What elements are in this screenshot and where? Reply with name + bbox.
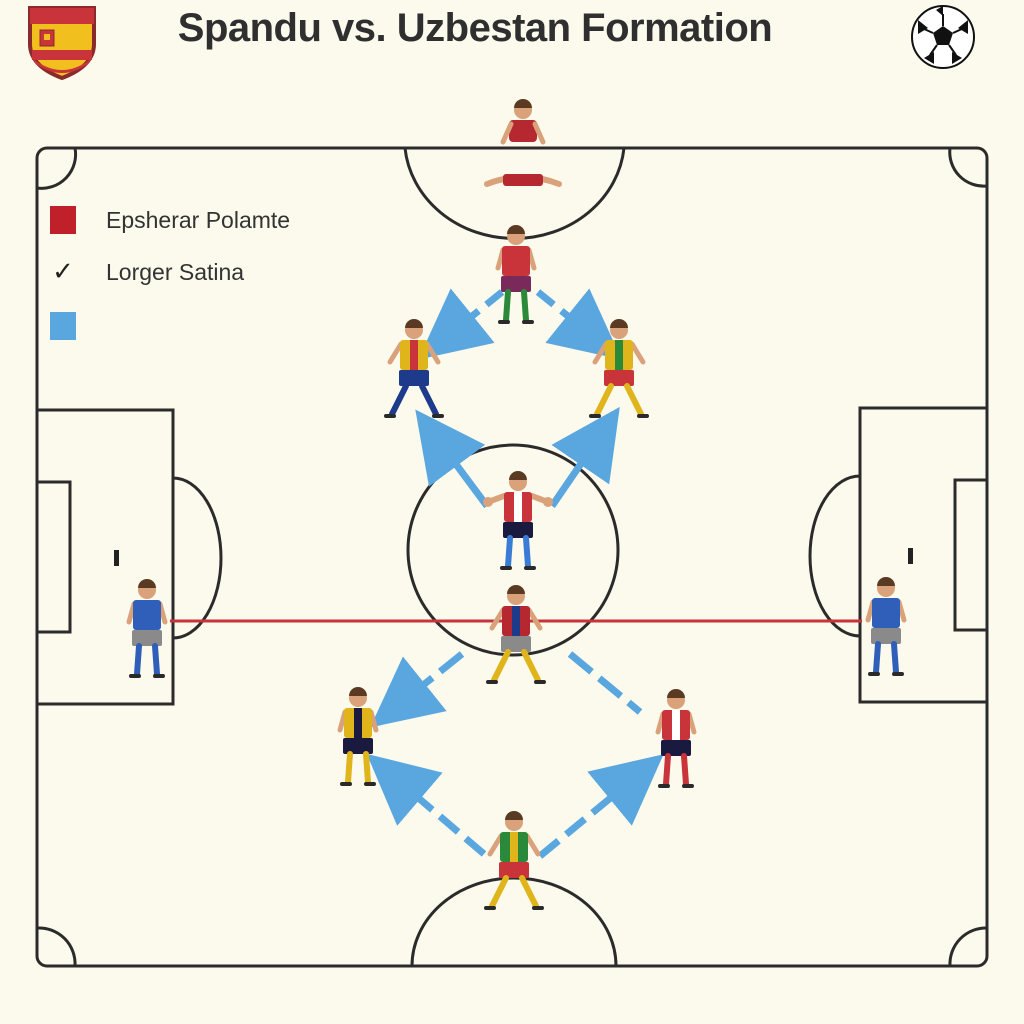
player-lower-left bbox=[337, 687, 379, 786]
player-center bbox=[483, 471, 553, 570]
pass-arrow bbox=[366, 753, 487, 857]
player-upper-left bbox=[384, 319, 444, 418]
player-top-keeper bbox=[484, 99, 562, 187]
bottom-arc bbox=[410, 876, 618, 967]
legend-item-check: ✓ Lorger Satina bbox=[50, 252, 370, 292]
pass-arrow bbox=[567, 651, 643, 715]
pass-arrows bbox=[366, 288, 664, 859]
pass-arrow bbox=[418, 288, 505, 360]
corner-arc-br bbox=[948, 926, 988, 967]
pass-arrow bbox=[415, 409, 490, 509]
top-arc bbox=[403, 147, 626, 240]
player-upper-right bbox=[589, 319, 649, 418]
players-layer bbox=[126, 99, 907, 910]
pass-arrow bbox=[549, 406, 620, 508]
legend-label: Lorger Satina bbox=[106, 258, 245, 285]
left-goal-box bbox=[35, 480, 72, 634]
right-goal-box bbox=[953, 478, 989, 632]
spain-crest-icon bbox=[28, 6, 96, 80]
corner-arc-bl bbox=[36, 926, 77, 967]
left-penalty-box bbox=[35, 408, 175, 706]
pass-arrow bbox=[537, 754, 664, 859]
legend-label: Epsherar Polamte bbox=[106, 206, 291, 233]
pass-arrow bbox=[535, 288, 622, 360]
check-icon: ✓ bbox=[52, 257, 74, 287]
soccer-ball-icon bbox=[911, 5, 975, 69]
red-square-icon bbox=[50, 206, 76, 234]
right-penalty-arc bbox=[808, 474, 861, 638]
player-top-center bbox=[495, 225, 537, 324]
center-circle bbox=[406, 443, 620, 657]
pass-arrow bbox=[370, 651, 465, 728]
corner-arc-tr bbox=[948, 147, 988, 188]
corner-arc-tl bbox=[36, 147, 78, 190]
left-penalty-arc bbox=[172, 476, 223, 640]
right-penalty-spot bbox=[908, 548, 913, 564]
legend-item-blue bbox=[50, 306, 370, 346]
player-right-keeper bbox=[865, 577, 907, 676]
legend-item-red: Epsherar Polamte bbox=[50, 200, 370, 240]
diagram-title: Spandu vs. Uzbestan Formation bbox=[177, 6, 773, 50]
player-bottom-center bbox=[484, 811, 544, 910]
blue-square-icon bbox=[50, 312, 76, 340]
player-left-keeper bbox=[126, 579, 168, 678]
left-penalty-spot bbox=[114, 550, 119, 566]
player-lower-right bbox=[655, 689, 697, 788]
player-mid-center bbox=[486, 585, 546, 684]
